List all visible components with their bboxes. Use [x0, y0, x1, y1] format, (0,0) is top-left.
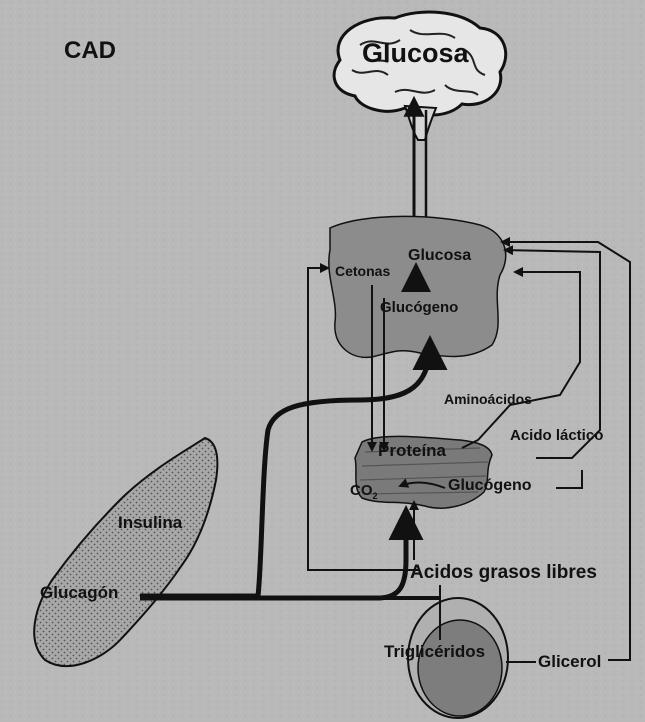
brain-glucose-label: Glucosa: [362, 38, 470, 68]
diagram-title: CAD: [64, 37, 116, 64]
liver-glycogen-label: Glucógeno: [380, 299, 458, 316]
insulin-label: Insulina: [118, 513, 183, 532]
muscle-glycogen-label: Glucógeno: [448, 477, 532, 494]
glycerol-label: Glicerol: [538, 652, 601, 671]
lactic-acid-label: Acido láctico: [510, 427, 603, 444]
protein-label: Proteína: [378, 441, 447, 460]
triglycerides-label: Triglicéridos: [384, 642, 485, 661]
aminoacids-label: Aminoácidos: [444, 391, 532, 407]
liver-ketones-label: Cetonas: [335, 263, 390, 279]
fatty-acids-label: Acidos grasos libres: [410, 562, 597, 583]
liver-glucose-label: Glucosa: [408, 247, 471, 264]
glucagon-label: Glucagón: [40, 583, 118, 602]
